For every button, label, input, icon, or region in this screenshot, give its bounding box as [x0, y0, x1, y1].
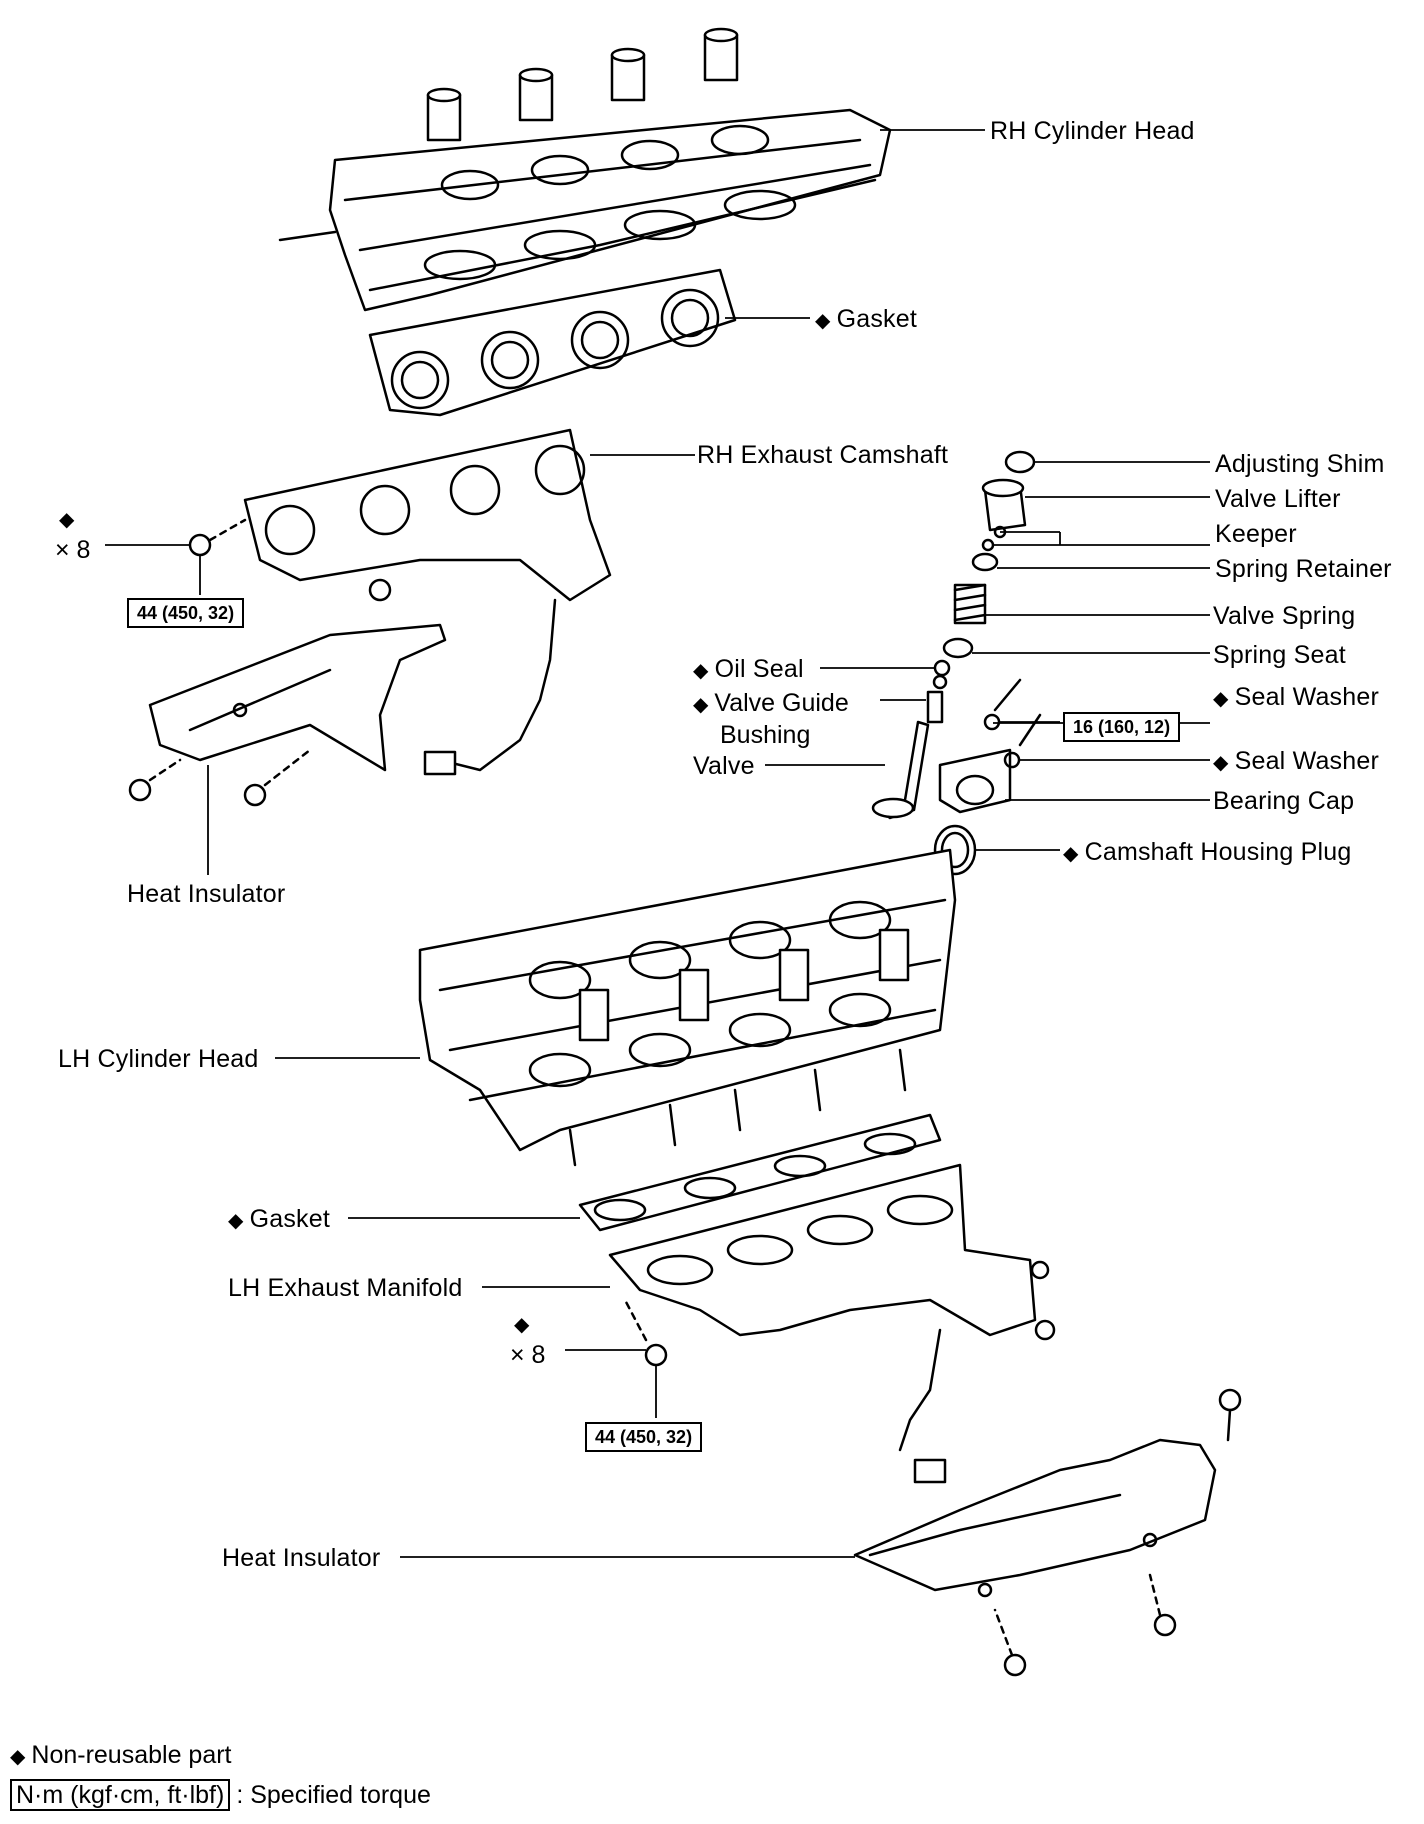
label-valve-guide-bushing-line2: Bushing: [720, 721, 811, 749]
lh-heat-insulator-drawing: [853, 1388, 1242, 1677]
label-valve-spring: Valve Spring: [1213, 602, 1356, 630]
non-reusable-icon: ◆: [815, 310, 831, 332]
non-reusable-icon: ◆: [1213, 688, 1229, 710]
label-adjusting-shim: Adjusting Shim: [1215, 450, 1385, 478]
label-bearing-cap: Bearing Cap: [1213, 787, 1355, 815]
label-oil-seal-text: Oil Seal: [714, 655, 804, 683]
torque-bearing-cap-bolt: 16 (160, 12): [1063, 712, 1181, 742]
legend-torque-text: : Specified torque: [236, 1781, 431, 1809]
rh-exhaust-manifold-drawing: [243, 428, 612, 776]
lh-gasket-drawing: [578, 1113, 942, 1232]
legend-torque-unit: N·m (kgf·cm, ft·lbf): [10, 1779, 231, 1811]
non-reusable-icon: ◆: [1063, 843, 1079, 865]
qty-lower: ◆ × 8: [510, 1310, 545, 1370]
label-valve-guide-bushing: ◆Valve Guide Bushing: [693, 688, 849, 750]
label-lh-gasket-text: Gasket: [249, 1205, 330, 1233]
oil-seal-part: [933, 659, 951, 677]
label-lh-cylinder-head: LH Cylinder Head: [58, 1045, 259, 1073]
qty-upper-text: × 8: [55, 536, 91, 564]
label-camshaft-housing-plug: ◆Camshaft Housing Plug: [1063, 838, 1351, 868]
non-reusable-icon: ◆: [59, 509, 75, 531]
bearing-cap-part: [938, 748, 1012, 814]
label-valve-lifter: Valve Lifter: [1215, 485, 1341, 513]
legend-non-reusable-text: Non-reusable part: [31, 1741, 232, 1769]
label-rh-cylinder-head: RH Cylinder Head: [990, 117, 1195, 145]
spring-seat-part: [942, 637, 974, 659]
label-lh-gasket: ◆Gasket: [228, 1205, 330, 1235]
label-oil-seal: ◆Oil Seal: [693, 655, 804, 685]
lh-cylinder-head-drawing: [418, 848, 957, 1167]
valve-train-drawing: [871, 450, 1042, 876]
label-heat-insulator-lh: Heat Insulator: [222, 1544, 381, 1572]
non-reusable-icon: ◆: [514, 1314, 530, 1336]
label-rh-gasket: ◆Gasket: [815, 305, 917, 335]
legend-non-reusable: ◆Non-reusable part: [10, 1740, 232, 1772]
label-rh-exhaust-camshaft: RH Exhaust Camshaft: [697, 441, 949, 469]
adjusting-shim-part: [1004, 450, 1036, 474]
label-camshaft-housing-plug-text: Camshaft Housing Plug: [1084, 838, 1352, 866]
rh-heat-insulator-drawing: [128, 578, 447, 807]
non-reusable-icon: ◆: [228, 1210, 244, 1232]
leader-lines: [105, 129, 1210, 1558]
label-seal-washer-upper: ◆Seal Washer: [1213, 683, 1379, 713]
label-seal-washer-upper-text: Seal Washer: [1234, 683, 1379, 711]
torque-rh-manifold-nut: 44 (450, 32): [127, 598, 245, 628]
non-reusable-icon: ◆: [693, 694, 709, 716]
qty-lower-text: × 8: [510, 1341, 546, 1369]
valve-guide-bushing-part: [926, 690, 944, 724]
spring-retainer-part: [971, 552, 999, 572]
valve-spring-part: [953, 583, 987, 622]
label-seal-washer-lower-text: Seal Washer: [1234, 747, 1379, 775]
non-reusable-icon: ◆: [10, 1746, 26, 1768]
seal-washer-upper-part: [983, 713, 1001, 731]
label-keeper: Keeper: [1215, 520, 1297, 548]
non-reusable-icon: ◆: [693, 660, 709, 682]
label-lh-exhaust-manifold: LH Exhaust Manifold: [228, 1274, 463, 1302]
label-valve-guide-bushing-line1: Valve Guide: [714, 689, 849, 717]
qty-upper: ◆ × 8: [55, 505, 90, 565]
keeper-part: [981, 538, 995, 552]
torque-lh-manifold-nut: 44 (450, 32): [585, 1422, 703, 1452]
label-heat-insulator-rh: Heat Insulator: [127, 880, 286, 908]
rh-cylinder-head-drawing: [278, 27, 892, 312]
lh-manifold-nut: [644, 1343, 668, 1367]
rh-gasket-drawing: [368, 268, 737, 417]
label-spring-seat: Spring Seat: [1213, 641, 1346, 669]
non-reusable-icon: ◆: [1213, 752, 1229, 774]
legend-torque: N·m (kgf·cm, ft·lbf): Specified torque: [10, 1779, 431, 1811]
label-valve: Valve: [693, 752, 755, 780]
label-seal-washer-lower: ◆Seal Washer: [1213, 747, 1379, 777]
label-rh-gasket-text: Gasket: [836, 305, 917, 333]
lh-exhaust-manifold-drawing: [608, 1163, 1056, 1484]
rh-manifold-nut: [188, 533, 212, 557]
label-spring-retainer: Spring Retainer: [1215, 555, 1392, 583]
